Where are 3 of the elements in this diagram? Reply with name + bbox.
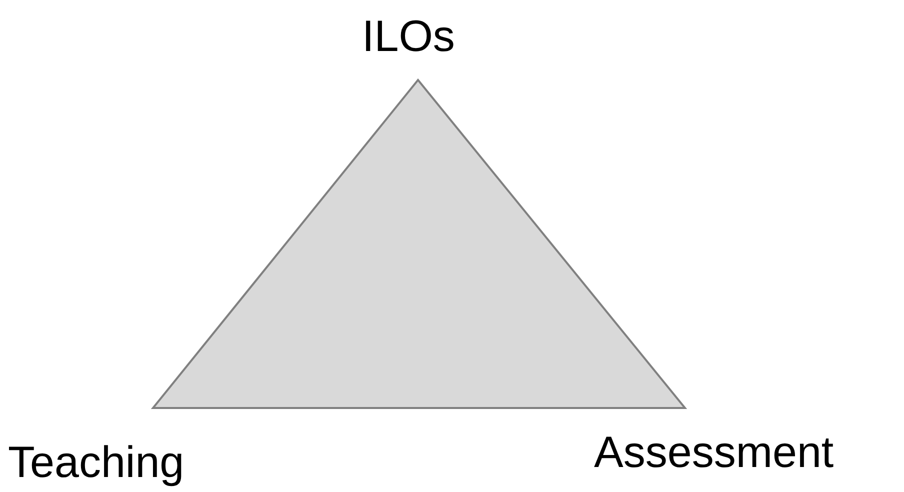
vertex-label: ILOs bbox=[362, 12, 455, 62]
vertex-label: Assessment bbox=[594, 428, 834, 478]
vertex-label: Teaching bbox=[8, 438, 184, 488]
